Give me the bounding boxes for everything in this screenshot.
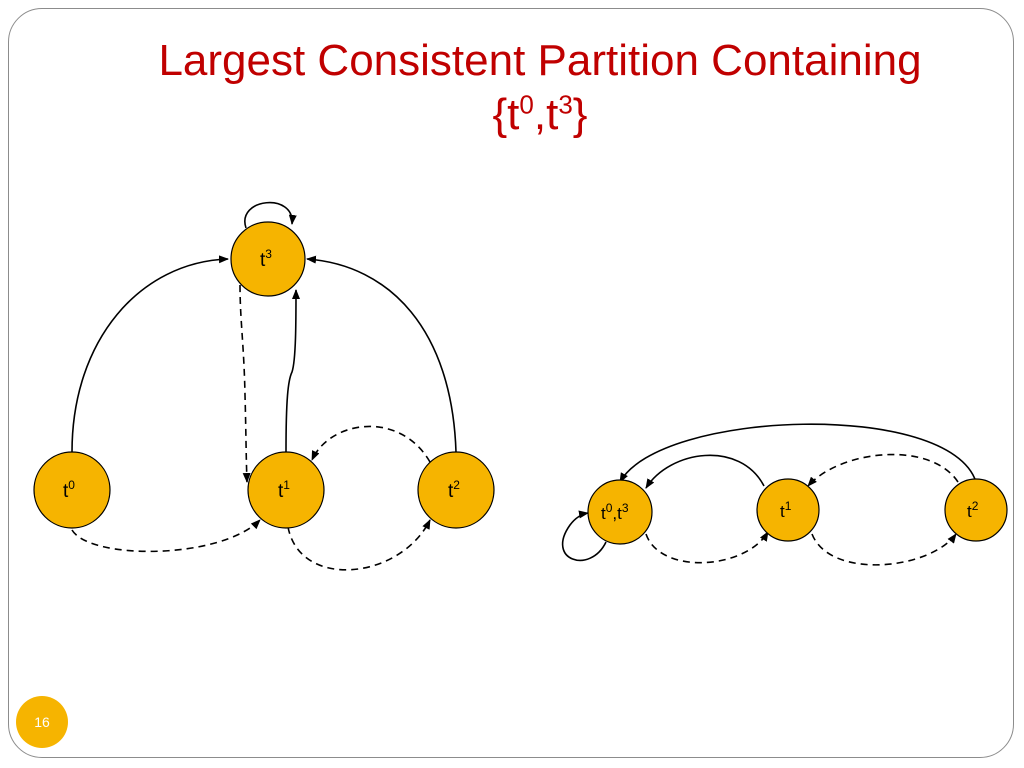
title-set-comma: ,t <box>533 90 559 139</box>
edge-t1-to-t0t3 <box>645 454 765 489</box>
edge-t1-to-t2-dashed <box>287 519 431 571</box>
left-graph-edges <box>71 201 457 571</box>
edge-t2-to-t3 <box>306 255 457 453</box>
slide-frame <box>8 8 1014 758</box>
slide-number: 16 <box>34 714 50 730</box>
node-t3: t3 <box>230 221 306 297</box>
edge-t3-self-loop <box>244 201 297 229</box>
svg-text:t3: t3 <box>260 247 272 271</box>
edge-t2-to-t0t3 <box>619 423 977 483</box>
edge-t3-to-t1-dashed <box>239 284 251 483</box>
node-t0: t0 <box>33 451 111 529</box>
node-t2-right: t2 <box>944 478 1008 542</box>
svg-text:t1: t1 <box>780 499 792 521</box>
node-t1: t1 <box>247 451 325 529</box>
right-graph-edges <box>562 423 977 566</box>
svg-text:t0: t0 <box>63 478 75 502</box>
slide-title: Largest Consistent Partition Containing … <box>100 34 980 142</box>
title-sup-0: 0 <box>519 89 534 120</box>
slide-number-badge: 16 <box>16 696 68 748</box>
node-t0t3: t0,t3 <box>587 479 653 545</box>
title-set-open: {t <box>492 90 520 139</box>
svg-text:t1: t1 <box>278 478 290 502</box>
svg-text:t2: t2 <box>967 499 979 521</box>
title-sup-3: 3 <box>558 89 573 120</box>
title-line-1: Largest Consistent Partition Containing <box>158 36 922 85</box>
node-t2: t2 <box>417 451 495 529</box>
edge-t2-to-t1-dashed <box>311 425 431 463</box>
edge-t0-to-t3 <box>71 255 229 453</box>
edge-t0t3-to-t1-dashed <box>645 531 769 564</box>
svg-text:t2: t2 <box>448 478 460 502</box>
edge-t0-to-t1-dashed <box>71 519 261 553</box>
node-t1-right: t1 <box>756 478 820 542</box>
edge-t0t3-self-loop <box>562 510 607 562</box>
svg-text:t0,t3: t0,t3 <box>601 501 629 523</box>
title-set-close: } <box>572 90 588 139</box>
edge-t1-to-t3 <box>285 289 300 453</box>
edge-t1-to-t2-dashed-right <box>811 533 957 566</box>
edge-t2-to-t1-dashed-right <box>807 453 959 487</box>
